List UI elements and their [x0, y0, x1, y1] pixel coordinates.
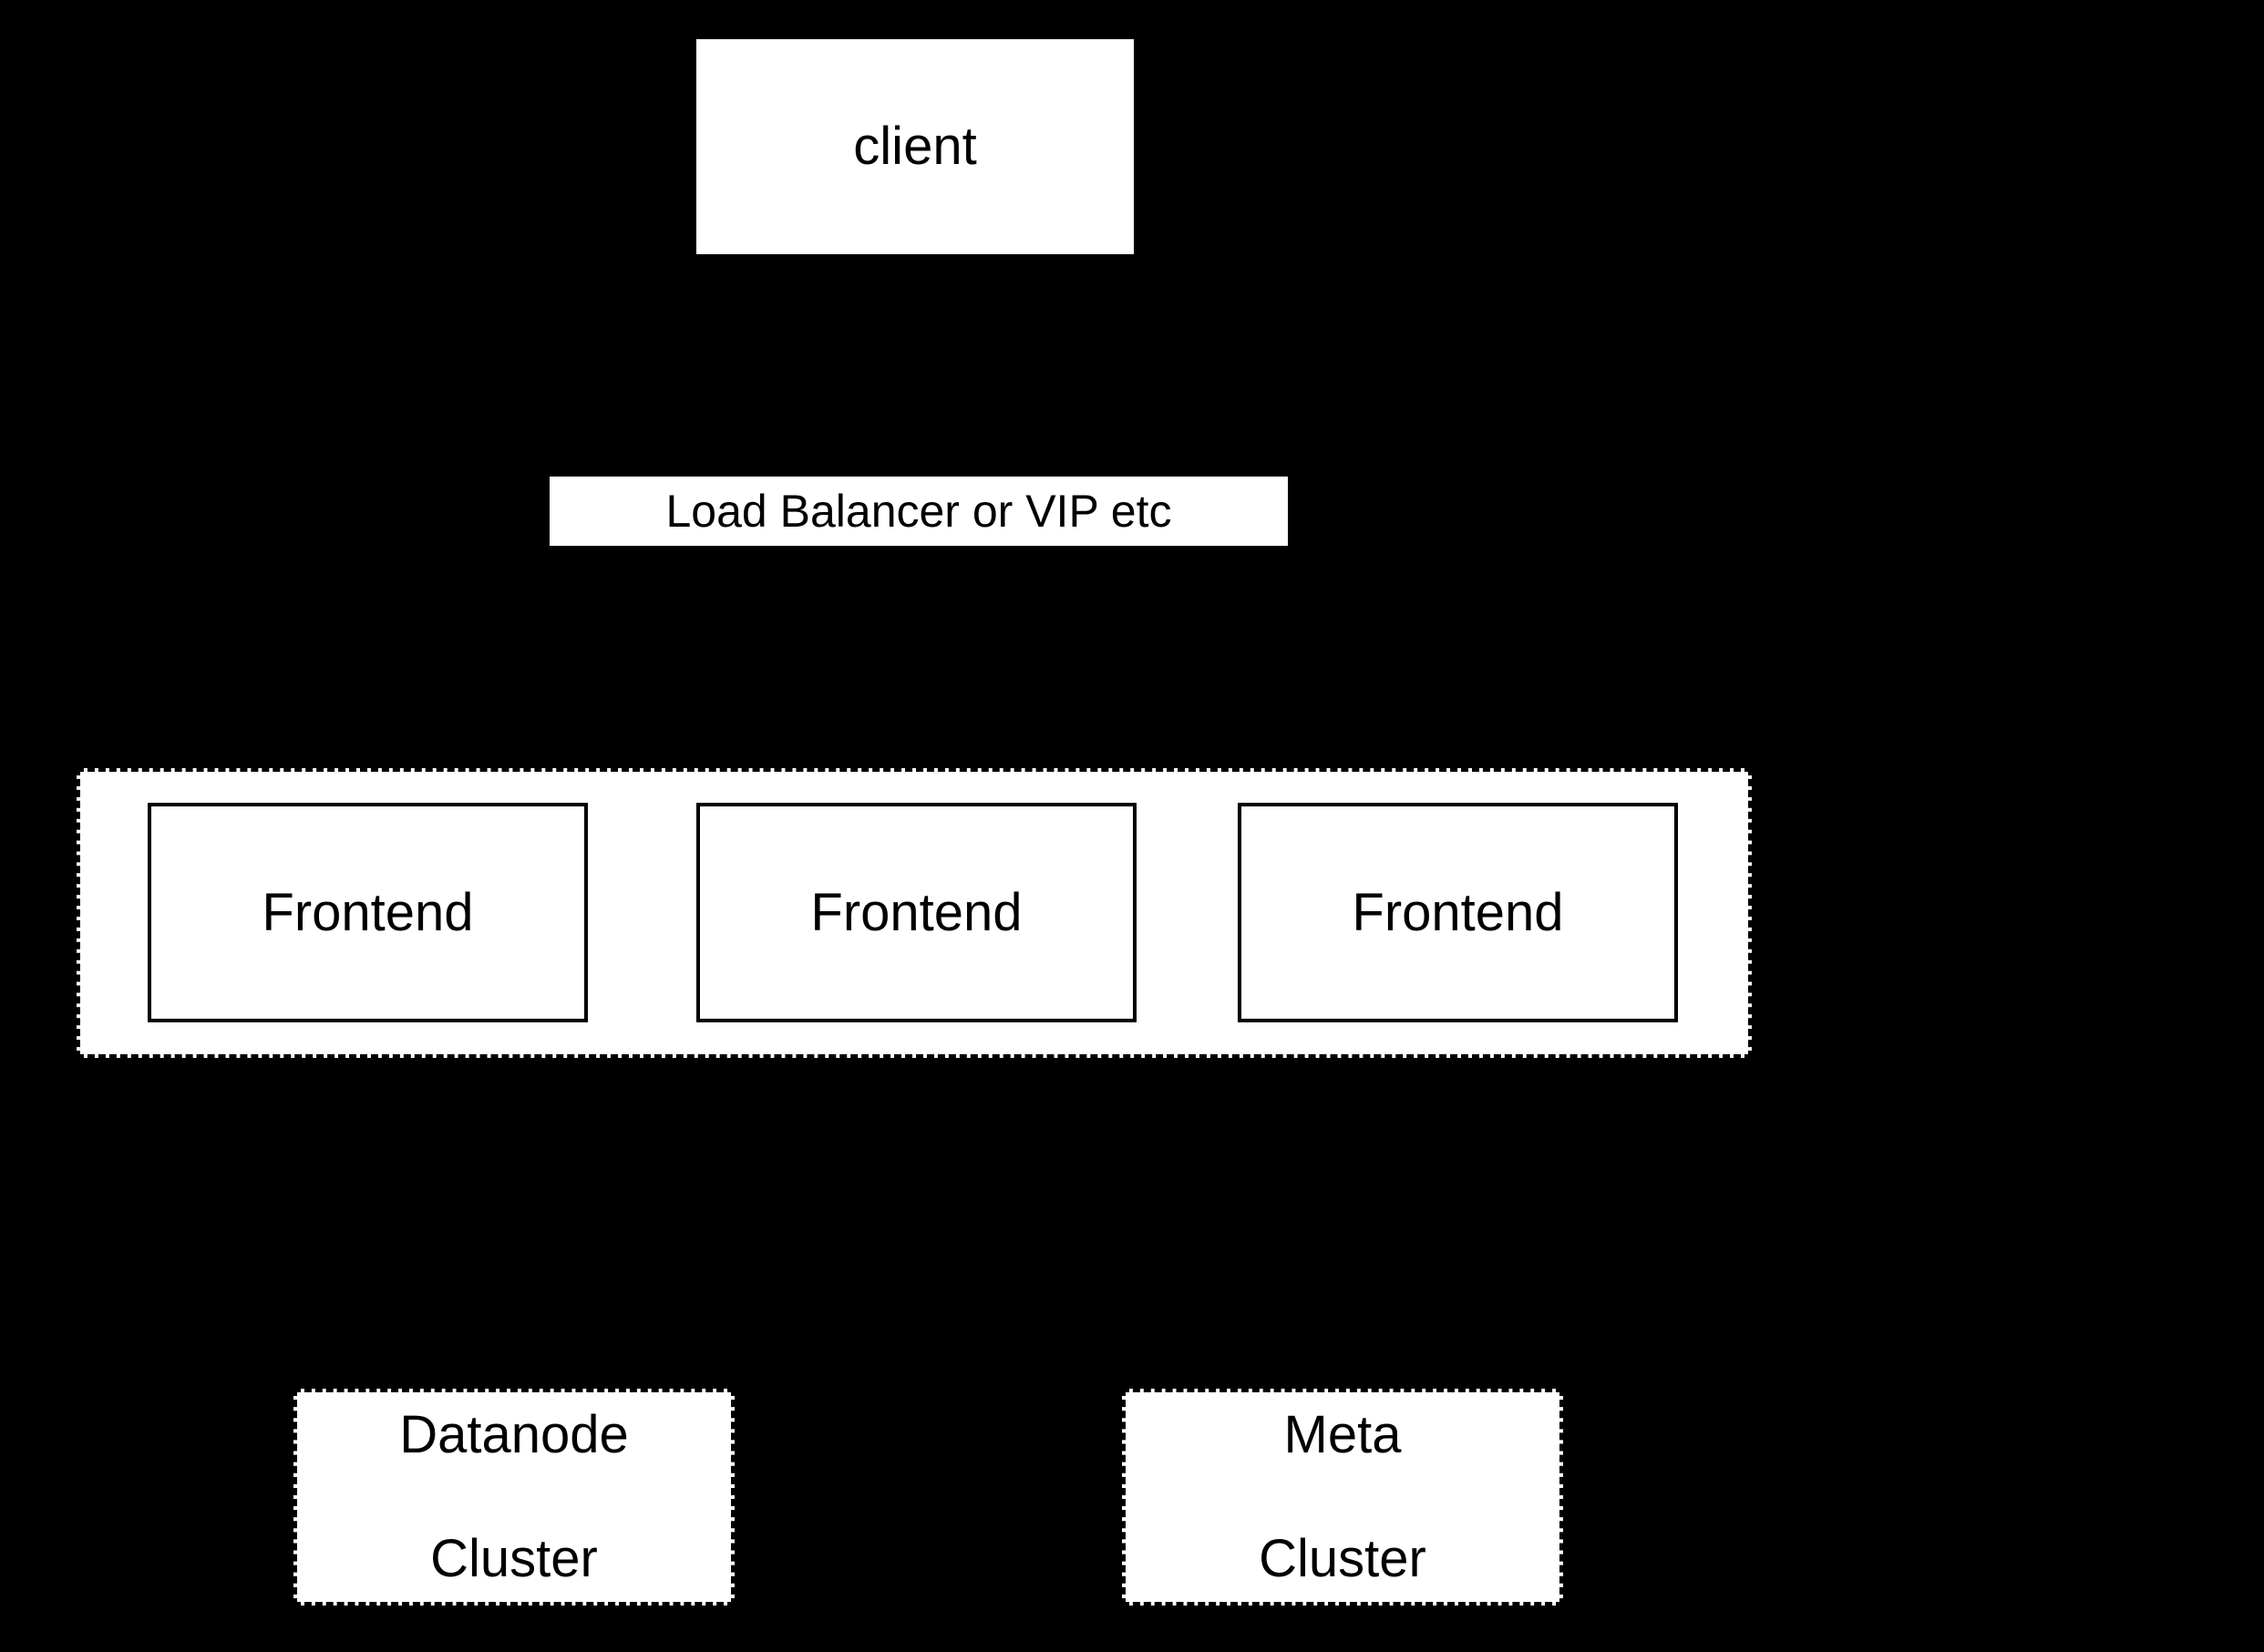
load-balancer-node: Load Balancer or VIP etc [550, 477, 1288, 546]
datanode-cluster-label: Datanode Cluster [399, 1405, 629, 1588]
frontend-node-3: Frontend [1238, 803, 1678, 1022]
client-label: client [853, 117, 977, 177]
meta-cluster-node: Meta Cluster [1122, 1389, 1563, 1606]
client-node: client [696, 39, 1134, 254]
frontend-node-1: Frontend [148, 803, 588, 1022]
datanode-cluster-node: Datanode Cluster [293, 1389, 735, 1606]
frontend-label-2: Frontend [810, 882, 1023, 942]
frontend-label-1: Frontend [262, 882, 474, 942]
frontend-label-3: Frontend [1352, 882, 1564, 942]
meta-cluster-label: Meta Cluster [1259, 1405, 1426, 1588]
frontend-group-container: Frontend Frontend Frontend [77, 768, 1752, 1058]
frontend-node-2: Frontend [696, 803, 1137, 1022]
load-balancer-label: Load Balancer or VIP etc [665, 485, 1172, 537]
